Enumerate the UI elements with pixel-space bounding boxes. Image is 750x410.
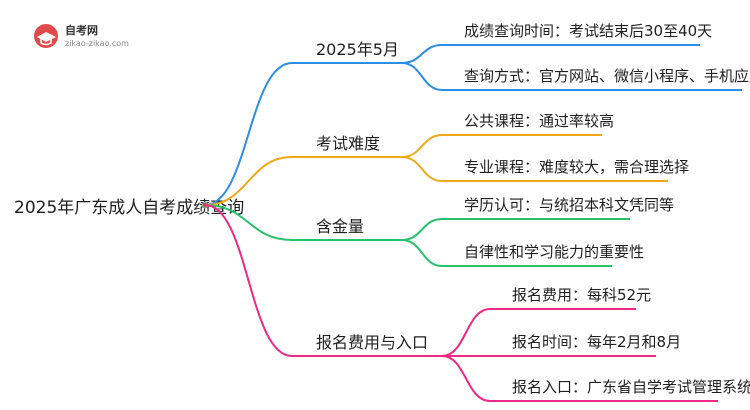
leaf-label: 学历认可：与统招本科文凭同等 bbox=[464, 196, 674, 214]
root-topic: 2025年广东成人自考成绩查询 bbox=[14, 198, 244, 218]
branch-schedule: 2025年5月 成绩查询时间：考试结束后30至40天 查询方式：官方网站、微信小… bbox=[204, 22, 750, 206]
leaf-label: 报名入口：广东省自学考试管理系统 bbox=[512, 378, 750, 396]
branch-registration: 报名费用与入口 报名费用：每科52元 报名时间：每年2月和8月 报名入口：广东省… bbox=[204, 204, 750, 402]
branch-label: 含金量 bbox=[316, 217, 364, 236]
logo-name: 自考网 bbox=[65, 23, 98, 37]
branch-label: 2025年5月 bbox=[316, 40, 399, 59]
leaf-label: 公共课程：通过率较高 bbox=[464, 112, 614, 130]
branch-label: 报名费用与入口 bbox=[316, 333, 428, 352]
branch-value: 含金量 学历认可：与统招本科文凭同等 自律性和学习能力的重要性 bbox=[204, 196, 674, 267]
leaf-label: 自律性和学习能力的重要性 bbox=[464, 243, 644, 261]
logo-url: zikao-zikao.com bbox=[65, 39, 129, 48]
leaf-label: 查询方式：官方网站、微信小程序、手机应用 bbox=[464, 67, 750, 85]
leaf-label: 成绩查询时间：考试结束后30至40天 bbox=[464, 22, 712, 40]
leaf-label: 专业课程：难度较大，需合理选择 bbox=[464, 158, 689, 176]
leaf-label: 报名时间：每年2月和8月 bbox=[512, 333, 681, 351]
branch-difficulty: 考试难度 公共课程：通过率较高 专业课程：难度较大，需合理选择 bbox=[204, 112, 689, 206]
site-logo: 自考网 zikao-zikao.com bbox=[34, 23, 129, 48]
branch-label: 考试难度 bbox=[316, 134, 380, 153]
leaf-label: 报名费用：每科52元 bbox=[512, 286, 651, 304]
